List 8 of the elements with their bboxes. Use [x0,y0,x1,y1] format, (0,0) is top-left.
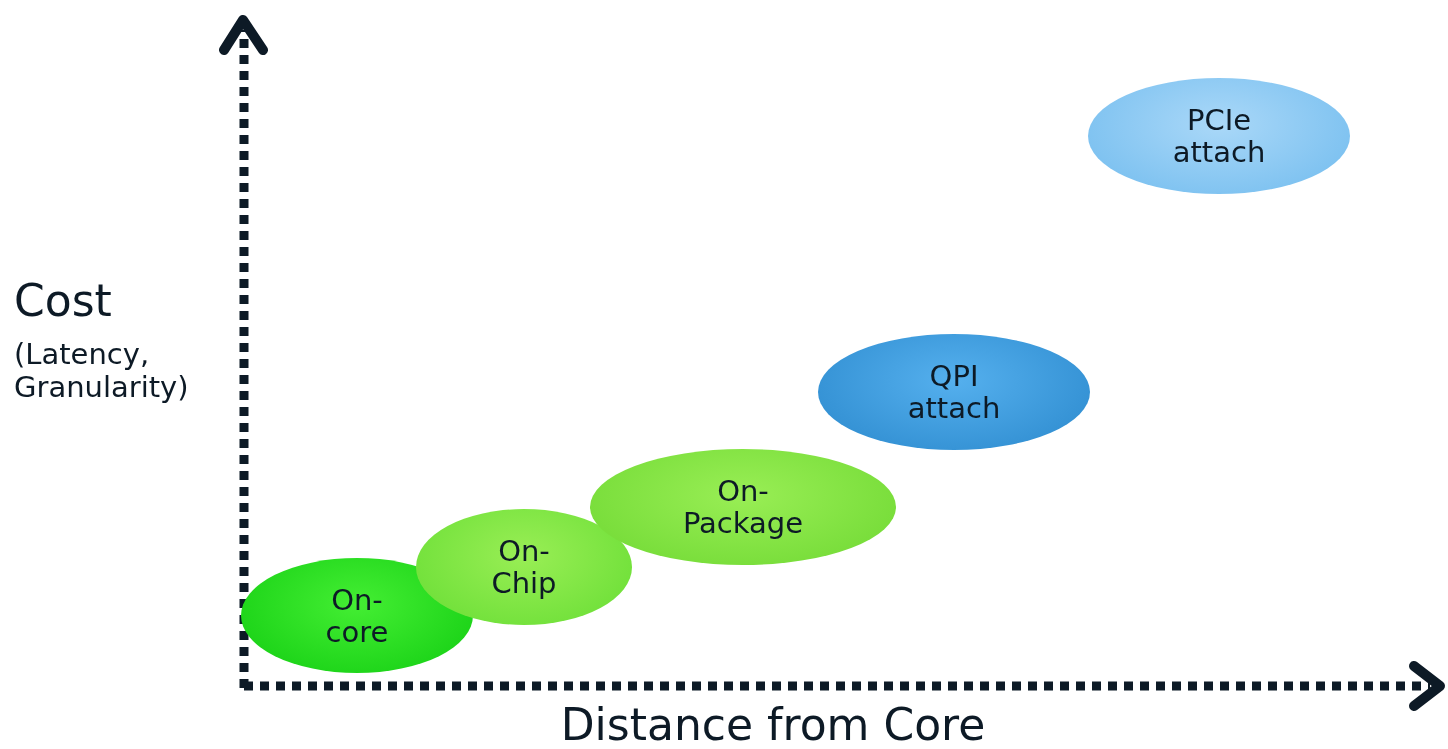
node-label: PCIe attach [1171,104,1267,168]
node-label: On- Chip [490,535,558,599]
axis-title: Distance from Core [559,700,987,749]
node-label: On- Package [681,475,805,539]
axis-title: Cost [14,276,113,327]
node-label: On- core [324,583,390,648]
axis-subtitle: (Latency, Granularity) [14,338,190,405]
node-label: QPI attach [906,360,1002,424]
